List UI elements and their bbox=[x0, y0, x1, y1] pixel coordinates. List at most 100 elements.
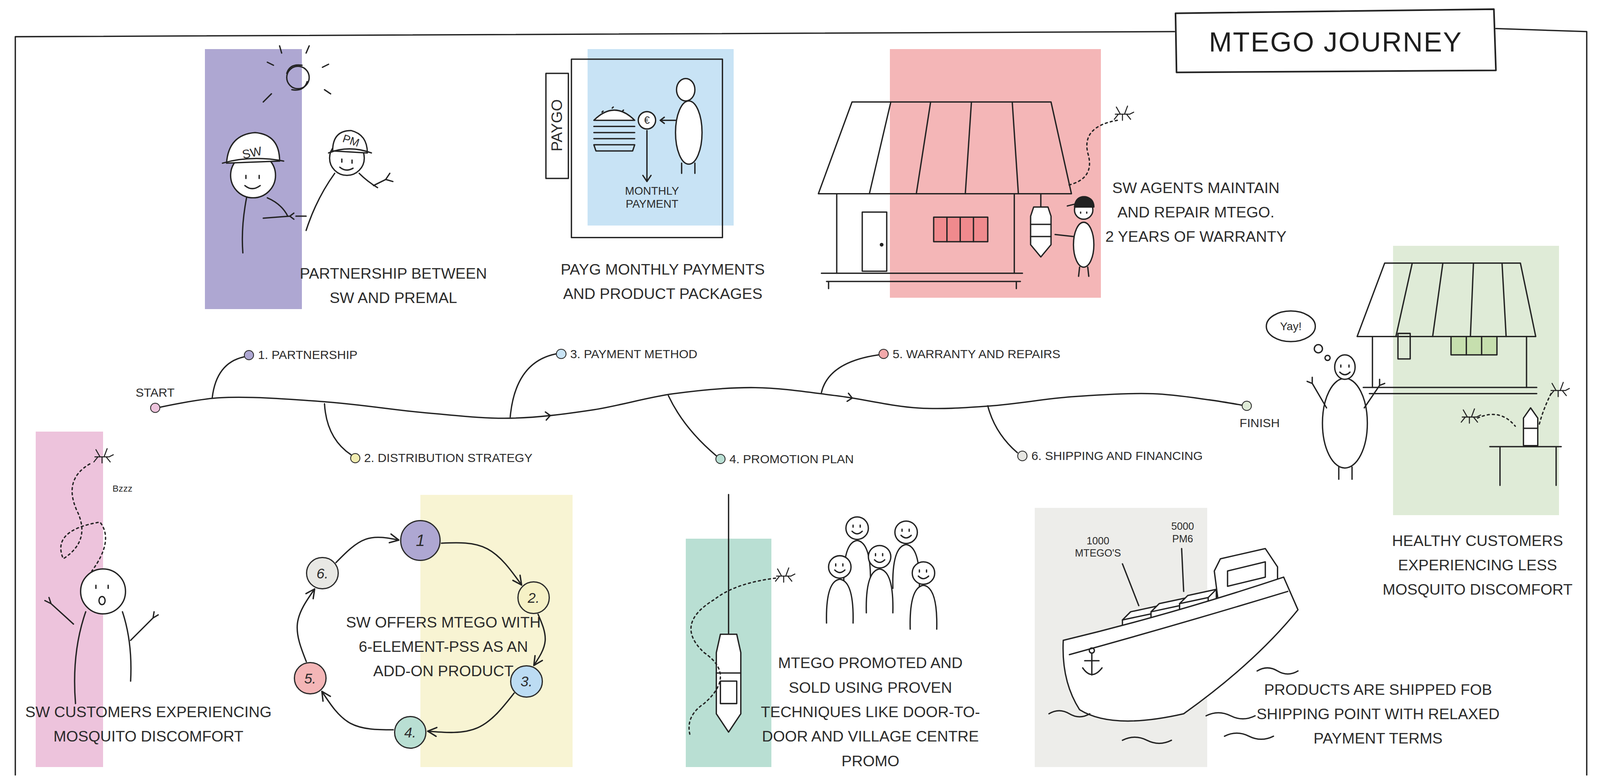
partnership-illustration bbox=[339, 159, 354, 171]
cycle-step: 6. bbox=[305, 557, 339, 590]
connector bbox=[441, 542, 522, 586]
payment-illustration bbox=[594, 144, 636, 151]
ship-illustration bbox=[1122, 548, 1184, 606]
shop-illustration bbox=[1074, 196, 1094, 207]
healthy-illustration bbox=[1322, 378, 1368, 469]
shop-illustration bbox=[1055, 234, 1089, 277]
payment-illustration bbox=[602, 107, 624, 113]
connector bbox=[297, 589, 315, 662]
frame-border bbox=[15, 28, 1588, 776]
partnership-illustration bbox=[263, 45, 331, 102]
panel-caption: SW OFFERS MTEGO WITH 6-ELEMENT-PSS AS AN… bbox=[344, 610, 542, 684]
healthy-illustration bbox=[1339, 365, 1351, 375]
panel-caption: PAYG MONTHLY PAYMENTS AND PRODUCT PACKAG… bbox=[553, 257, 772, 307]
connector bbox=[321, 691, 394, 731]
leader-line bbox=[987, 405, 1018, 453]
healthy-illustration bbox=[1523, 408, 1538, 446]
milestone-label: FINISH bbox=[1239, 417, 1280, 430]
milestone-label: 2. DISTRIBUTION STRATEGY bbox=[363, 452, 533, 465]
cycle-step: 1 bbox=[400, 520, 442, 562]
ship-illustration bbox=[1048, 548, 1299, 744]
healthy-illustration bbox=[1451, 336, 1497, 356]
payment-illustration bbox=[675, 101, 703, 165]
healthy-illustration bbox=[1324, 355, 1331, 361]
step-number: 2. bbox=[527, 590, 540, 606]
partnership-illustration bbox=[286, 64, 308, 91]
ship-illustration bbox=[1069, 591, 1288, 655]
arrow-head bbox=[847, 393, 853, 403]
connector bbox=[335, 537, 399, 563]
drawing-label: PM bbox=[341, 132, 361, 149]
shop-illustration bbox=[836, 193, 1015, 274]
payment-illustration bbox=[545, 73, 569, 179]
ship-illustration bbox=[1227, 562, 1266, 587]
shop-illustration bbox=[1114, 105, 1134, 121]
panel-caption: PARTNERSHIP BETWEEN SW AND PREMAL bbox=[290, 261, 496, 311]
partnership-illustration bbox=[242, 195, 288, 254]
milestone-label: 6. SHIPPING AND FINANCING bbox=[1031, 450, 1203, 463]
healthy-illustration bbox=[1477, 414, 1516, 427]
shop-illustration bbox=[1040, 193, 1042, 208]
healthy-illustration bbox=[1314, 344, 1323, 354]
healthy-illustration bbox=[1538, 393, 1551, 427]
step-number: 4. bbox=[404, 725, 416, 740]
cycle-step: 2. bbox=[517, 581, 550, 614]
connector bbox=[534, 614, 546, 666]
shop-illustration bbox=[862, 212, 887, 272]
shop-illustration bbox=[1066, 120, 1118, 186]
healthy-illustration bbox=[1307, 377, 1385, 480]
milestone-dot: 5. WARRANTY AND REPAIRS bbox=[878, 348, 889, 360]
healthy-illustration bbox=[1266, 263, 1570, 486]
promotion-illustration bbox=[727, 494, 730, 635]
leader-line bbox=[324, 403, 352, 455]
payment-illustration bbox=[638, 111, 656, 130]
promotion-illustration bbox=[775, 568, 795, 583]
promotion-illustration bbox=[826, 555, 854, 624]
shop-illustration bbox=[947, 217, 974, 242]
milestone-label: START bbox=[135, 386, 175, 399]
start-point: START bbox=[150, 402, 161, 414]
healthy-illustration bbox=[1372, 336, 1527, 388]
payment-illustration bbox=[545, 59, 723, 238]
shop-illustration bbox=[933, 217, 988, 242]
ship-illustration bbox=[1089, 648, 1095, 654]
partnership-illustration bbox=[222, 158, 284, 164]
shop-illustration bbox=[880, 243, 883, 246]
stage-panel: 2.3.SW OFFERS MTEGO WITH 6-ELEMENT-PSS A… bbox=[420, 495, 573, 768]
step-number: 1 bbox=[415, 532, 425, 550]
payment-illustration bbox=[676, 78, 695, 102]
promotion-illustration bbox=[689, 578, 776, 735]
customer-illustration bbox=[60, 464, 106, 572]
healthy-illustration bbox=[1266, 311, 1316, 342]
shop-illustration bbox=[869, 101, 1019, 194]
step-number: 3. bbox=[520, 674, 533, 689]
customer-illustration bbox=[80, 569, 126, 615]
ship-illustration bbox=[1082, 653, 1103, 676]
shop-illustration bbox=[1067, 204, 1087, 214]
panel-caption: MTEGO PROMOTED AND SOLD USING PROVEN TEC… bbox=[755, 650, 985, 774]
shop-illustration bbox=[1030, 206, 1051, 257]
connector bbox=[160, 387, 1243, 419]
diagram-title: MTEGO JOURNEY bbox=[1176, 12, 1495, 72]
partnership-illustration bbox=[226, 132, 280, 164]
healthy-illustration bbox=[1489, 446, 1562, 486]
milestone-label: 4. PROMOTION PLAN bbox=[729, 452, 854, 466]
cycle-step: 4. bbox=[394, 716, 427, 749]
ship-illustration bbox=[1048, 668, 1299, 744]
leader-line bbox=[821, 355, 879, 393]
cycle-step: 3. bbox=[510, 665, 543, 698]
shop-illustration bbox=[1030, 224, 1051, 237]
milestone-label: 5. WARRANTY AND REPAIRS bbox=[892, 347, 1061, 360]
shop-illustration bbox=[1073, 222, 1094, 268]
partnership-illustration bbox=[328, 148, 372, 153]
healthy-illustration bbox=[1397, 333, 1411, 360]
leader-line bbox=[510, 353, 556, 418]
drawing-label: € bbox=[643, 115, 650, 126]
customer-illustration bbox=[93, 448, 114, 463]
leader-line bbox=[212, 353, 1018, 456]
ship-illustration bbox=[1063, 577, 1299, 722]
